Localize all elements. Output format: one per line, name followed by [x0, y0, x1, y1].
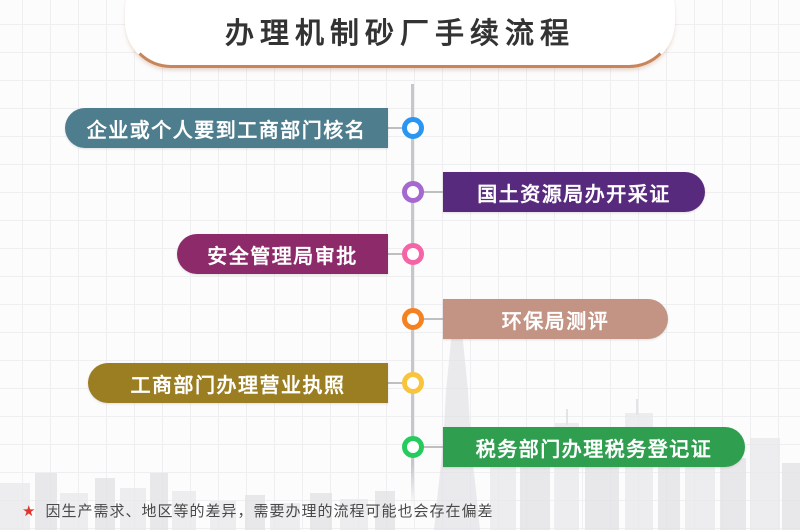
step-box-environmental-eval: 环保局测评 [443, 299, 668, 339]
connector-line [386, 382, 403, 384]
timeline-dot-icon [402, 436, 424, 458]
connector-line [386, 127, 403, 129]
timeline-dot-icon [402, 117, 424, 139]
connector-line [423, 318, 444, 320]
city-skyline-watermark [0, 325, 800, 530]
step-box-safety-approval: 安全管理局审批 [177, 234, 388, 274]
connector-line [386, 253, 403, 255]
star-icon: ★ [22, 503, 37, 520]
step-box-tax-registration: 税务部门办理税务登记证 [443, 427, 745, 467]
step-box-business-license: 工商部门办理营业执照 [88, 363, 388, 403]
step-box-company-name-check: 企业或个人要到工商部门核名 [65, 108, 388, 148]
step-box-mining-license: 国土资源局办开采证 [443, 172, 705, 212]
timeline-dot-icon [402, 308, 424, 330]
timeline-dot-icon [402, 181, 424, 203]
footnote: ★ 因生产需求、地区等的差异，需要办理的流程可能也会存在偏差 [22, 500, 493, 521]
footnote-text: 因生产需求、地区等的差异，需要办理的流程可能也会存在偏差 [45, 503, 494, 520]
connector-line [423, 446, 444, 448]
page-title: 办理机制砂厂手续流程 [224, 18, 575, 50]
timeline-dot-icon [402, 243, 424, 265]
timeline-dot-icon [402, 372, 424, 394]
timeline-line [411, 84, 414, 506]
title-banner: 办理机制砂厂手续流程 [125, 0, 675, 68]
connector-line [423, 191, 444, 193]
